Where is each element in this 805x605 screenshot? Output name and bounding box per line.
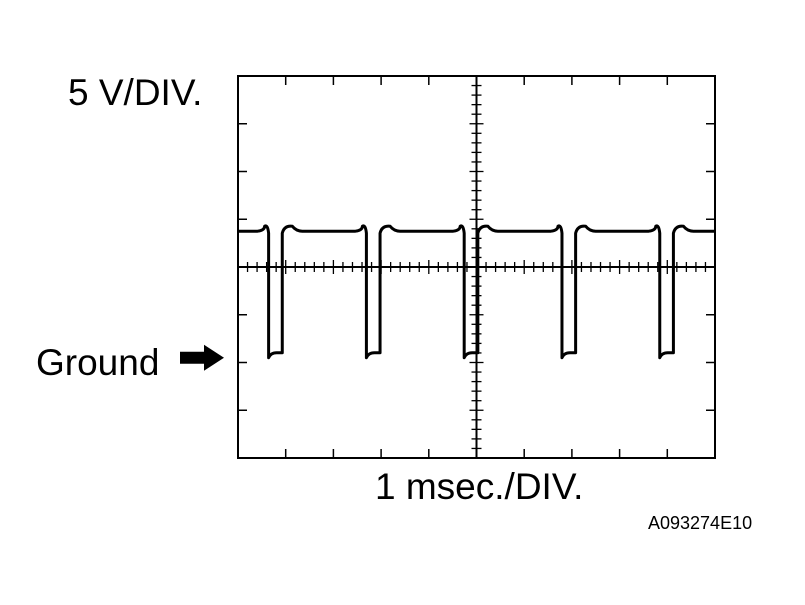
y-axis-scale-label: 5 V/DIV. — [68, 72, 203, 113]
signal-waveform — [238, 224, 715, 360]
ground-arrow-icon — [180, 344, 224, 371]
x-axis-scale-label: 1 msec./DIV. — [375, 466, 584, 507]
ground-label: Ground — [36, 342, 160, 383]
figure-id: A093274E10 — [648, 513, 753, 533]
